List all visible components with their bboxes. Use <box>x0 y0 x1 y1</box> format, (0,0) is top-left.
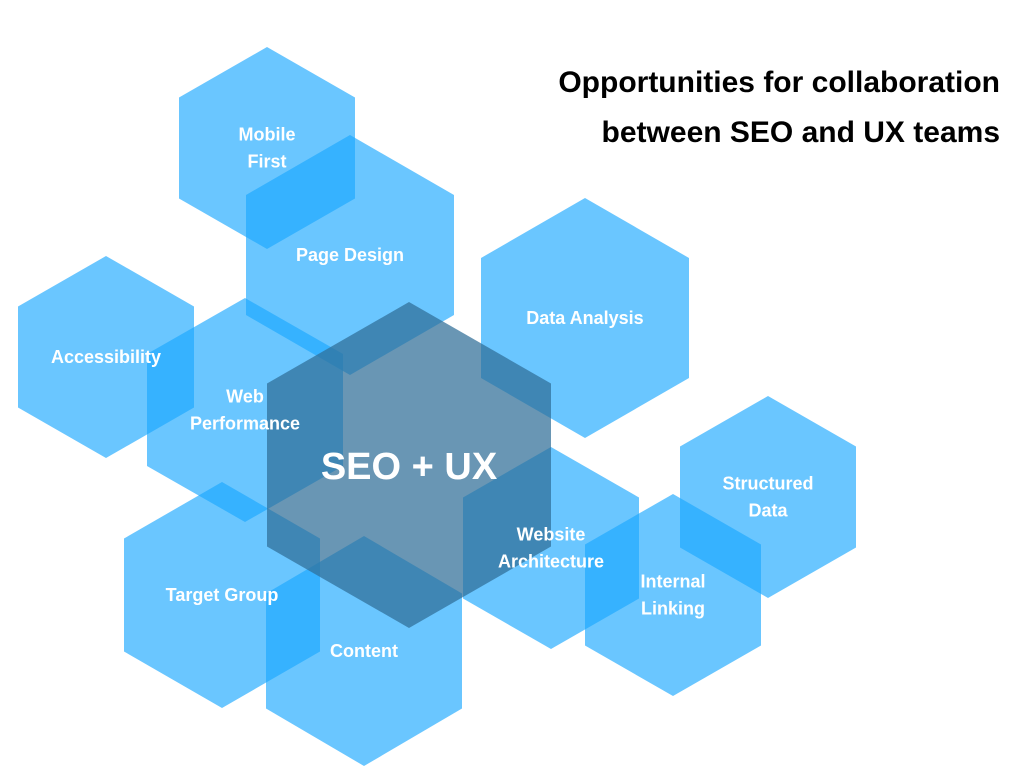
hexagon-label-line: Structured <box>722 474 813 494</box>
hexagon-label-line: Content <box>330 641 398 661</box>
title-line-2: between SEO and UX teams <box>601 116 1000 149</box>
hexagon-label-line: Architecture <box>498 552 604 572</box>
hexagon-label-line: Performance <box>190 414 300 434</box>
center-hexagon <box>267 302 551 628</box>
hexagon-label-line: Data Analysis <box>526 308 643 328</box>
title-line-1: Opportunities for collaboration <box>558 66 1000 99</box>
center-layer: SEO + UX <box>267 302 551 628</box>
hexagon-label-line: Linking <box>641 599 705 619</box>
hexagon-label-data-analysis: Data Analysis <box>526 308 643 328</box>
hexagon-label-line: First <box>247 152 286 172</box>
hexagon-label-line: Data <box>748 501 788 521</box>
hexagon-label-line: Mobile <box>239 125 296 145</box>
hexagon-internal-linking <box>585 494 761 696</box>
hexagon-label-line: Page Design <box>296 245 404 265</box>
hexagon-label-target-group: Target Group <box>166 585 279 605</box>
center-label: SEO + UX <box>321 446 498 488</box>
hexagon-label-line: Accessibility <box>51 347 161 367</box>
hexagon-label-line: Website <box>517 525 586 545</box>
hexagon-label-line: Web <box>226 387 264 407</box>
hexagon-label-line: Internal <box>640 572 705 592</box>
hexagon-label-line: Target Group <box>166 585 279 605</box>
hexagon-label-accessibility: Accessibility <box>51 347 161 367</box>
hexagon-label-content: Content <box>330 641 398 661</box>
diagram-title: Opportunities for collaboration between … <box>440 58 1000 158</box>
hexagon-label-page-design: Page Design <box>296 245 404 265</box>
